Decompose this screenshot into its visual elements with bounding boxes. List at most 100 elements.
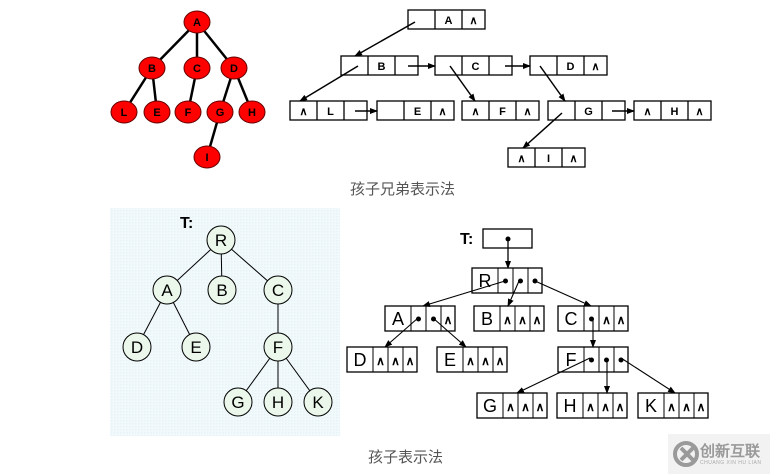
null-pointer: ∧	[697, 400, 706, 414]
pointer-arrow	[449, 65, 476, 102]
cl-node-box	[476, 392, 548, 419]
cl-node-label: B	[481, 309, 493, 329]
cs-node-label: G	[584, 106, 593, 118]
tree-node-label: G	[231, 393, 244, 412]
tree-node-K	[303, 387, 333, 417]
null-pointer: ∧	[616, 400, 625, 414]
pointer-arrow	[507, 280, 520, 307]
pointer-dot	[416, 316, 421, 322]
tree-node-label: B	[148, 63, 156, 75]
tree-node-B	[138, 56, 166, 80]
cl-node-label: F	[566, 350, 577, 370]
tree-node-label: H	[272, 393, 284, 412]
tree-node-label: F	[273, 338, 283, 357]
tree-node-C	[183, 56, 211, 80]
tree-node-B	[207, 275, 237, 305]
cl-node-label: A	[392, 309, 404, 329]
null-pointer: ∧	[503, 313, 512, 327]
null-pointer: ∧	[667, 400, 676, 414]
cs-node-box	[461, 100, 540, 121]
tree-node-label: I	[205, 152, 208, 164]
cl-node-box	[436, 346, 508, 373]
tree-node-label: A	[161, 281, 173, 300]
null-pointer: ∧	[602, 313, 611, 327]
tree-node-label: C	[272, 281, 284, 300]
pointer-arrow	[620, 357, 676, 394]
pointer-arrow	[534, 280, 592, 307]
tree-node-I	[193, 145, 221, 169]
tree-node-C	[263, 275, 293, 305]
cs-node-label: C	[472, 61, 480, 73]
tree-node-label: G	[216, 107, 225, 119]
cs-node-label: I	[547, 153, 550, 165]
cs-pointer-field: ∧	[569, 153, 577, 165]
tree-node-label: R	[215, 231, 227, 250]
caption-child-list: 孩子表示法	[368, 448, 444, 466]
null-pointer: ∧	[444, 313, 453, 327]
cs-pointer-field: ∧	[471, 106, 479, 118]
cl-node-label: G	[483, 396, 497, 416]
pointer-arrow	[354, 21, 416, 57]
pointer-arrow	[299, 65, 359, 102]
tree-node-label: B	[216, 281, 227, 300]
null-pointer: ∧	[682, 400, 691, 414]
cs-node-label: L	[327, 106, 334, 118]
tree-node-R	[206, 225, 236, 255]
cl-node-box	[556, 392, 628, 419]
cs-node-label: B	[378, 61, 386, 73]
watermark-title: 创新互联	[700, 442, 761, 460]
pointer-label: T:	[460, 231, 473, 248]
null-pointer: ∧	[376, 354, 385, 368]
tree-node-label: F	[185, 107, 192, 119]
null-pointer: ∧	[518, 313, 527, 327]
pointer-dot	[503, 278, 508, 284]
tree-node-label: L	[121, 107, 128, 119]
cs-node-label: H	[671, 106, 679, 118]
cs-node-box	[507, 147, 586, 168]
cs-pointer-field: ∧	[643, 106, 651, 118]
tree-label: T:	[180, 215, 193, 232]
tree-node-label: K	[312, 393, 324, 412]
tree-node-label: D	[131, 338, 143, 357]
pointer-dot	[518, 278, 523, 284]
tree-node-H	[263, 387, 293, 417]
pointer-arrow	[516, 357, 591, 394]
null-pointer: ∧	[391, 354, 400, 368]
null-pointer: ∧	[506, 400, 515, 414]
null-pointer: ∧	[466, 354, 475, 368]
tree-node-label: E	[190, 338, 201, 357]
tree-node-A	[183, 10, 211, 34]
cs-pointer-field: ∧	[695, 106, 703, 118]
tree-node-E	[143, 100, 171, 124]
cl-node-label: K	[645, 396, 657, 416]
null-pointer: ∧	[536, 400, 545, 414]
tree-node-label: D	[230, 63, 238, 75]
null-pointer: ∧	[601, 400, 610, 414]
null-pointer: ∧	[496, 354, 505, 368]
tree-node-A	[152, 275, 182, 305]
cs-node-label: A	[445, 15, 453, 27]
watermark-logo-icon	[673, 441, 699, 467]
cl-node-label: D	[354, 350, 367, 370]
null-pointer: ∧	[617, 313, 626, 327]
cs-pointer-field: ∧	[517, 153, 525, 165]
caption-child-sibling: 孩子兄弟表示法	[350, 180, 456, 198]
null-pointer: ∧	[586, 400, 595, 414]
tree-node-F	[263, 332, 293, 362]
cl-node-box	[346, 346, 418, 373]
cs-pointer-field: ∧	[438, 106, 446, 118]
cl-node-label: H	[564, 396, 577, 416]
cs-pointer-field: ∧	[523, 106, 531, 118]
cs-node-label: E	[414, 106, 421, 118]
tree-node-E	[181, 332, 211, 362]
tree-node-G	[206, 100, 234, 124]
tree-node-D	[122, 332, 152, 362]
null-pointer: ∧	[481, 354, 490, 368]
pointer-arrow	[539, 65, 566, 102]
cs-pointer-field: ∧	[299, 106, 307, 118]
tree-node-H	[238, 100, 266, 124]
cl-node-label: C	[565, 309, 578, 329]
tree-node-label: C	[193, 63, 201, 75]
